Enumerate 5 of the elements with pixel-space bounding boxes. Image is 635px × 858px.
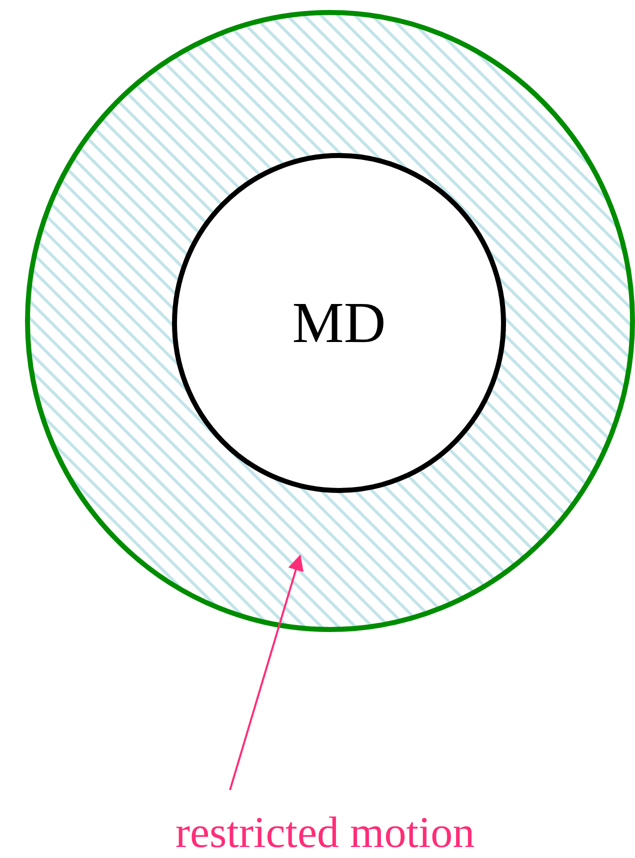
- callout-label: restricted motion: [130, 808, 520, 858]
- hatched-circle: [25, 10, 635, 632]
- inner-circle: [172, 153, 506, 493]
- circle-label: MD: [292, 294, 386, 352]
- leader-arrow: [229, 554, 304, 790]
